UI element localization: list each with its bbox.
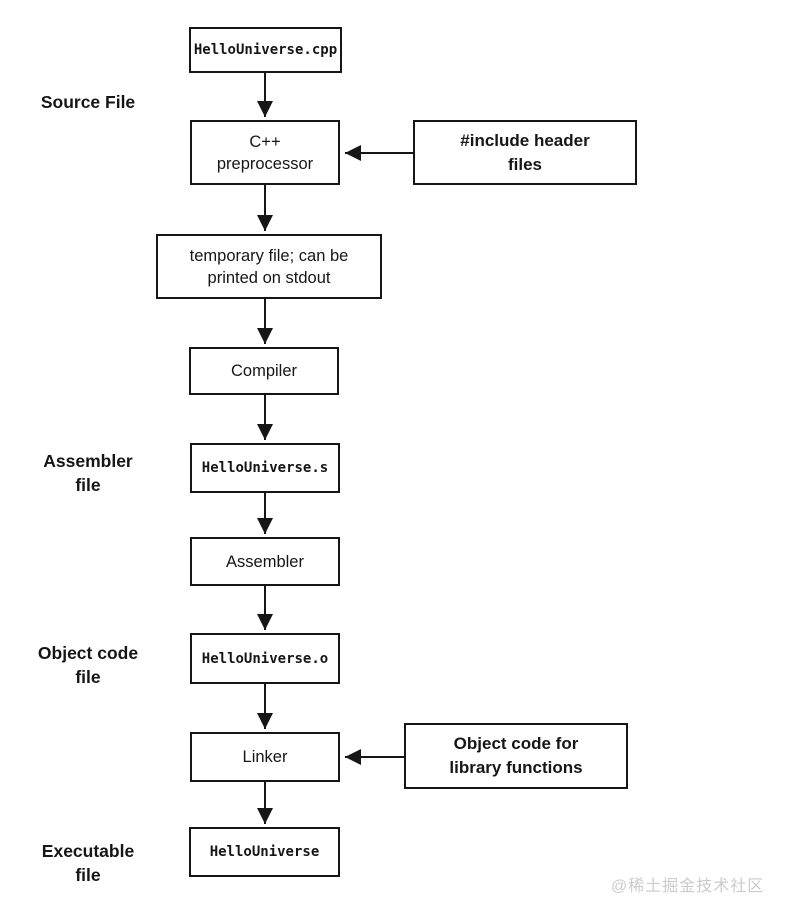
node-assembler: Assembler [190, 537, 340, 586]
label-source-file: Source File [40, 92, 136, 112]
node-assembler-file: HelloUniverse.s [190, 443, 340, 493]
node-linker: Linker [190, 732, 340, 782]
node-source-cpp-file: HelloUniverse.cpp [189, 27, 342, 73]
node-compiler: Compiler [189, 347, 339, 395]
node-temporary-file: temporary file; can be printed on stdout [156, 234, 382, 299]
label-assembler-file: Assembler file [43, 451, 133, 495]
node-object-code-library: Object code for library functions [404, 723, 628, 789]
label-object-code-file: Object code file [37, 643, 139, 687]
watermark-text: @稀土掘金技术社区 [611, 878, 765, 895]
node-cpp-preprocessor: C++ preprocessor [190, 120, 340, 185]
node-include-header-files: #include header files [413, 120, 637, 185]
label-executable-file: Executable file [41, 841, 135, 885]
node-executable: HelloUniverse [189, 827, 340, 877]
node-object-file: HelloUniverse.o [190, 633, 340, 684]
